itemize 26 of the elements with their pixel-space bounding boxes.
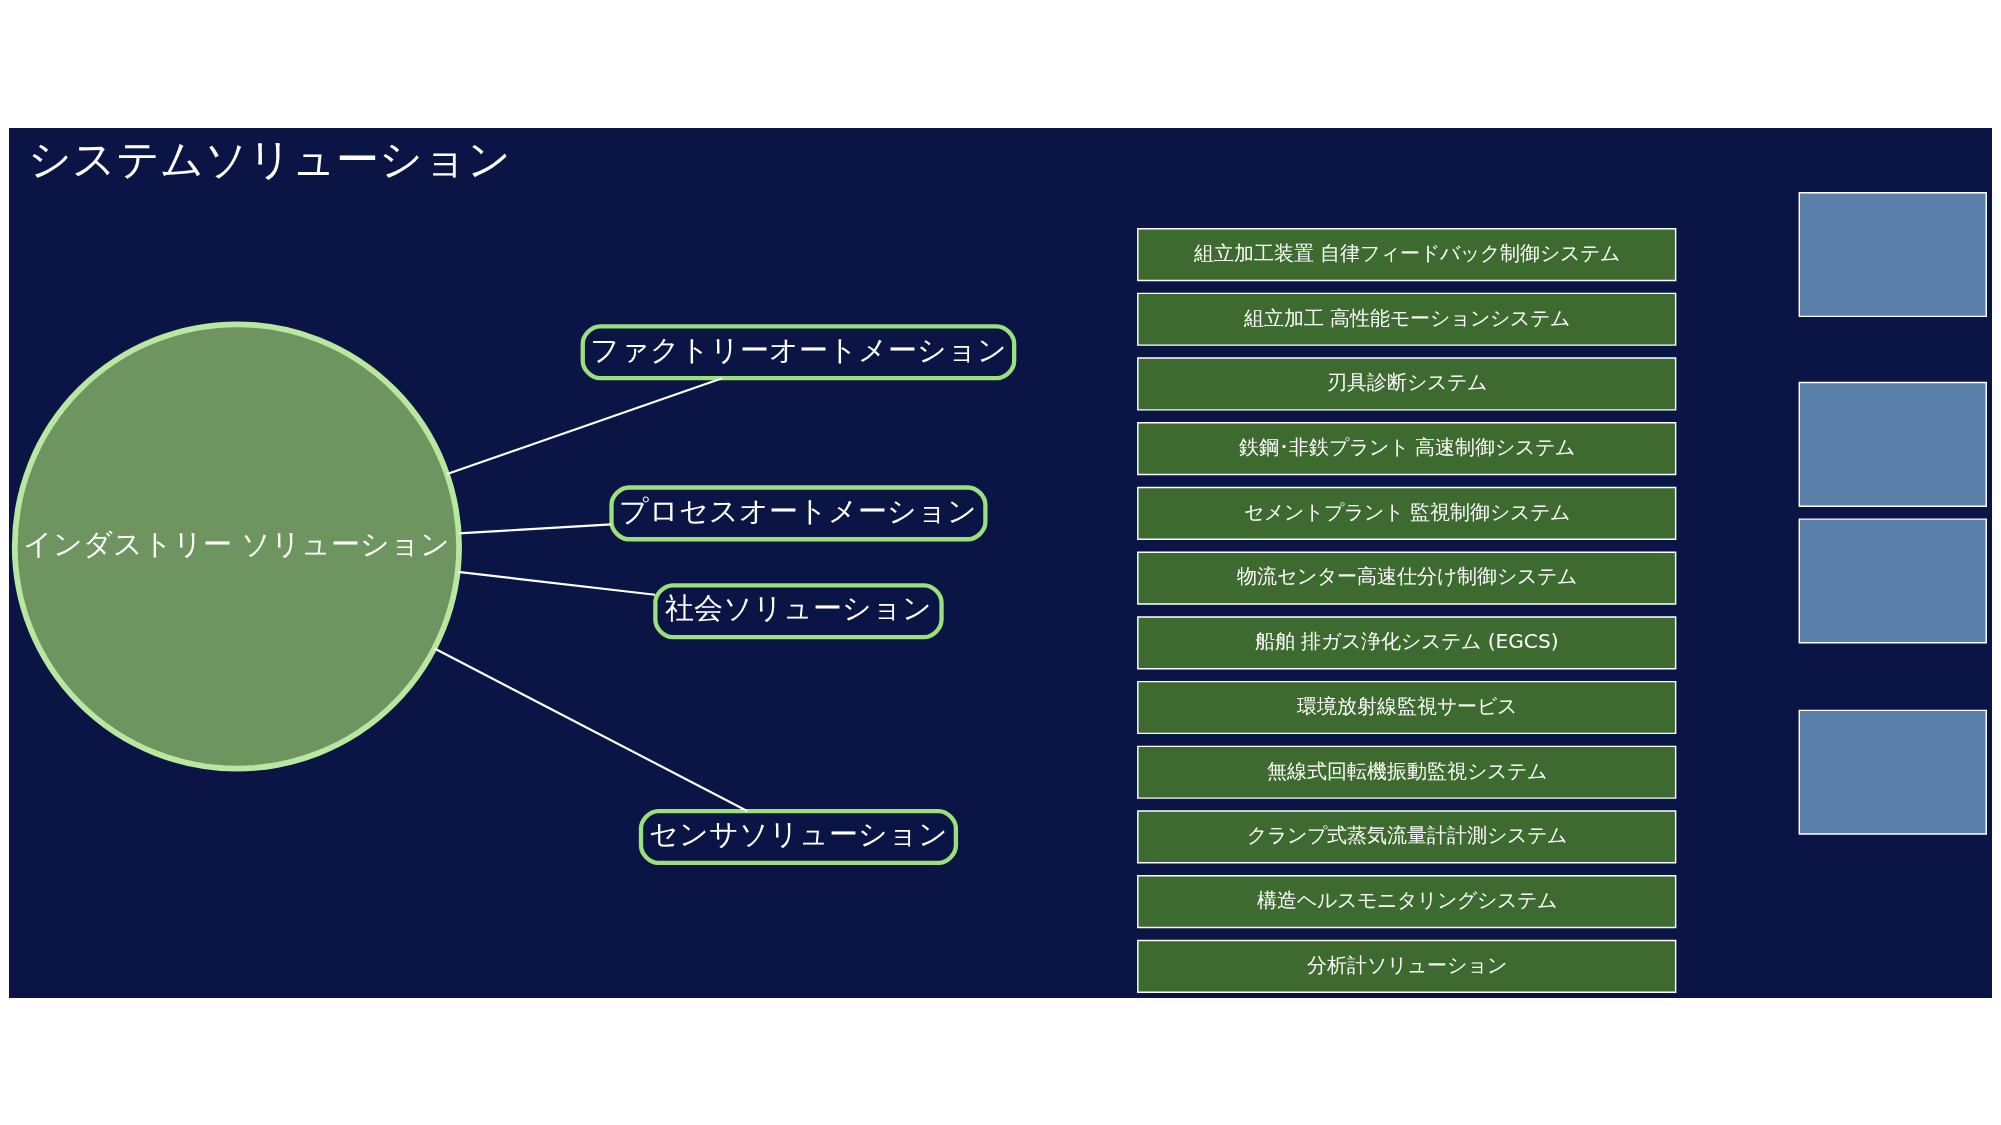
node-box bbox=[1798, 517, 1987, 644]
node-box: 刃具診断システム bbox=[1137, 356, 1677, 411]
node-box: 無線式回転機振動監視システム bbox=[1137, 745, 1677, 799]
node-box: センサソリューション bbox=[638, 808, 959, 865]
node-box: 分析計ソリューション bbox=[1137, 939, 1677, 993]
node-box: 環境放射線監視サービス bbox=[1137, 680, 1677, 734]
node-circle: インダストリー ソリューション bbox=[11, 320, 462, 771]
node-box bbox=[1798, 709, 1987, 835]
node-box: 社会ソリューション bbox=[653, 582, 944, 639]
connector bbox=[446, 376, 723, 475]
connector bbox=[434, 647, 748, 812]
node-box: クランプ式蒸気流量計計測システム bbox=[1137, 809, 1677, 864]
node-box bbox=[1798, 381, 1987, 507]
node-box: 物流センター高速仕分け制御システム bbox=[1137, 551, 1677, 605]
node-box: セメントプラント 監視制御システム bbox=[1137, 486, 1677, 540]
node-box: 構造ヘルスモニタリングシステム bbox=[1137, 874, 1677, 928]
node-box: 組立加工装置 自律フィードバック制御システム bbox=[1137, 227, 1677, 281]
node-box: プロセスオートメーション bbox=[609, 484, 988, 541]
node-box bbox=[1798, 191, 1987, 317]
connector bbox=[458, 522, 612, 534]
node-box: 船舶 排ガス浄化システム (EGCS) bbox=[1137, 615, 1677, 669]
connector bbox=[457, 570, 656, 596]
node-box: 鉄鋼･非鉄プラント 高速制御システム bbox=[1137, 421, 1677, 475]
diagram-title: システムソリューション bbox=[27, 133, 511, 184]
node-box: ファクトリーオートメーション bbox=[580, 323, 1017, 380]
node-box: 組立加工 高性能モーションシステム bbox=[1137, 292, 1677, 346]
